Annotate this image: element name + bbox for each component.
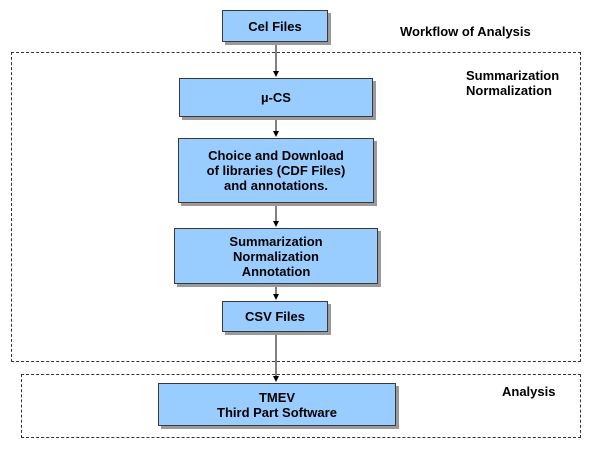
mu-cs-label: µ-CS — [261, 90, 291, 105]
choice-download-line-1: Choice and Download — [208, 148, 344, 163]
summarization-line-1: Summarization — [229, 233, 323, 249]
csv-files-label: CSV Files — [245, 309, 305, 324]
analysis-group-label: Analysis — [502, 384, 556, 399]
cel-files-label: Cel Files — [248, 18, 302, 34]
tmev-line-2: Third Part Software — [217, 404, 337, 420]
summarization-line-2: Normalization — [233, 248, 319, 264]
analysis-group — [21, 374, 581, 438]
cel-files-box: Cel Files — [222, 10, 328, 42]
choice-download-line-2: of libraries (CDF Files) — [206, 163, 346, 178]
tmev-line-1: TMEV — [258, 389, 296, 405]
choice-download-box: Choice and Download of libraries (CDF Fi… — [178, 138, 374, 203]
processing-group-label-1: Summarization — [466, 68, 560, 83]
processing-group — [11, 52, 581, 362]
csv-files-box: CSV Files — [222, 301, 328, 332]
diagram-title: Workflow of Analysis — [400, 24, 531, 39]
processing-group-label-2: Normalization — [466, 83, 552, 98]
summarization-line-3: Annotation — [241, 263, 311, 279]
tmev-box: TMEV Third Part Software — [158, 383, 396, 426]
choice-download-line-3: and annotations. — [224, 178, 328, 193]
summarization-box: Summarization Normalization Annotation — [174, 228, 378, 284]
mu-cs-box: µ-CS — [179, 78, 373, 117]
